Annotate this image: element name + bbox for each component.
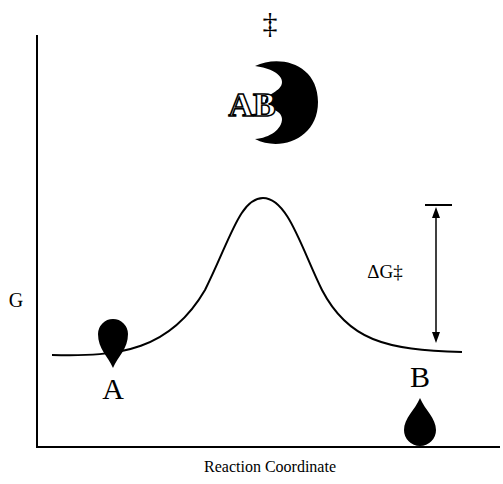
product-drop-path (404, 398, 436, 446)
barrier-label: ΔG‡ (367, 262, 402, 281)
product-label: B (410, 362, 430, 392)
double-dagger: ‡ (263, 8, 278, 38)
species-node: B (398, 358, 442, 448)
axis-label: Reaction Coordinate (204, 459, 336, 475)
species-node: ‡ AB (212, 6, 324, 151)
y-axis (36, 35, 38, 448)
x-axis (36, 446, 500, 448)
barrier-arrow (435, 212, 437, 338)
reactant-drop (98, 316, 128, 368)
product-drop (404, 398, 436, 446)
barrier-bar (425, 204, 452, 206)
transition-state-label: AB (228, 88, 275, 122)
arrow-head (432, 207, 440, 218)
species-node: A (92, 314, 134, 404)
reactant-drop-path (98, 319, 128, 368)
axis-label: G (9, 290, 23, 310)
reactant-label: A (102, 374, 124, 404)
arrow-head (432, 332, 440, 343)
